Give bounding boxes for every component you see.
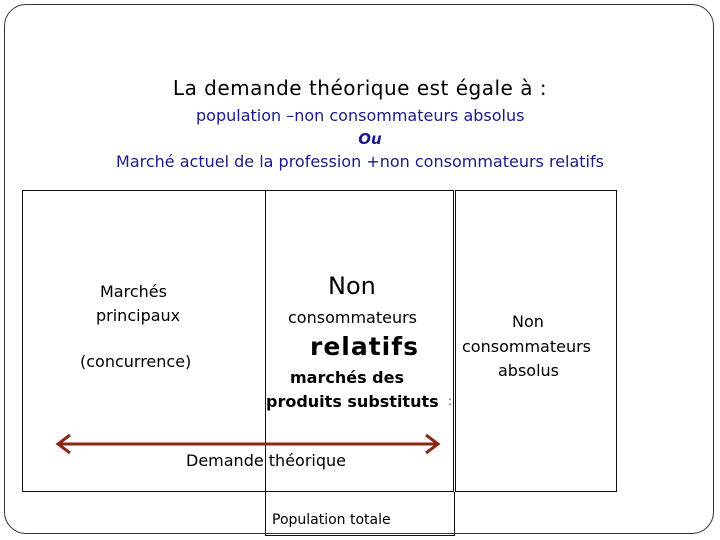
market-box [22,190,454,492]
absolute-non-consumers-label-3: absolus [498,361,560,380]
relative-non-consumers-label-3: relatifs [310,332,420,361]
slide-frame [4,4,714,534]
slide-title: La demande théorique est égale à : [172,76,548,100]
substitute-markets-label-1: marchés des [290,368,405,387]
total-population-box [265,492,455,536]
market-divider [265,190,266,492]
principal-markets-label-1: Marchés [100,282,167,301]
substitute-markets-mark: : [448,394,453,408]
principal-markets-label-3: (concurrence) [80,352,192,371]
principal-markets-label-2: principaux [96,306,181,325]
total-population-label: Population totale [272,512,391,528]
absolute-non-consumers-label-1: Non [512,312,544,331]
absolute-non-consumers-label-2: consommateurs [462,337,591,356]
substitute-markets-label-2: produits substituts [266,392,439,411]
formula-line-or: Ou [358,130,382,148]
double-arrow-icon [55,433,441,455]
relative-non-consumers-label-1: Non [328,272,376,300]
relative-non-consumers-label-2: consommateurs [288,308,417,327]
formula-line-2: Marché actuel de la profession +non cons… [116,152,604,171]
absolute-non-consumers-box [455,190,617,492]
theoretical-demand-label: Demande théorique [186,451,346,470]
formula-line-1: population –non consommateurs absolus [196,106,525,125]
